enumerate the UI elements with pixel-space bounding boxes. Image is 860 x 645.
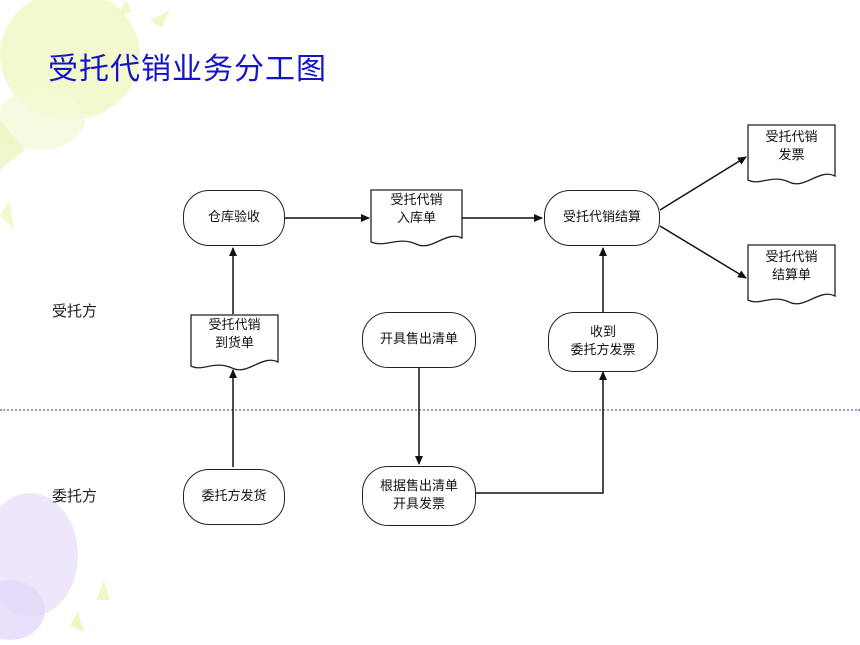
doc-shape-arrival xyxy=(190,314,279,371)
doc-shape-invoice xyxy=(747,124,836,185)
node-receive-consignor-invoice: 收到 委托方发票 xyxy=(548,312,658,372)
node-consignor-ship: 委托方发货 xyxy=(183,469,285,525)
doc-shape-inbound xyxy=(370,189,463,247)
arrow-settlement-to-invoice xyxy=(659,156,747,211)
doc-shape-settlement xyxy=(747,244,836,305)
lane-label-consignor: 委托方 xyxy=(52,487,98,505)
page-title: 受托代销业务分工图 xyxy=(48,52,327,87)
node-consignment-inbound-doc: 受托代销 入库单 xyxy=(390,193,443,226)
node-consignment-arrival-doc: 受托代销 到货单 xyxy=(208,318,261,351)
swimlane-divider xyxy=(0,409,860,411)
node-invoice-by-sales-list: 根据售出清单 开具发票 xyxy=(362,466,476,526)
node-warehouse-check: 仓库验收 xyxy=(183,190,285,246)
node-issue-sales-list: 开具售出清单 xyxy=(362,312,476,368)
node-consignment-invoice-doc: 受托代销 发票 xyxy=(765,130,818,163)
node-consignment-settlement-doc: 受托代销 结算单 xyxy=(765,250,818,283)
arrow-invoice-to-receive xyxy=(476,371,607,494)
node-consignment-settlement: 受托代销结算 xyxy=(544,190,660,246)
arrow-settlement-to-settlement-doc xyxy=(659,225,747,279)
lane-label-consignee: 受托方 xyxy=(52,302,98,320)
